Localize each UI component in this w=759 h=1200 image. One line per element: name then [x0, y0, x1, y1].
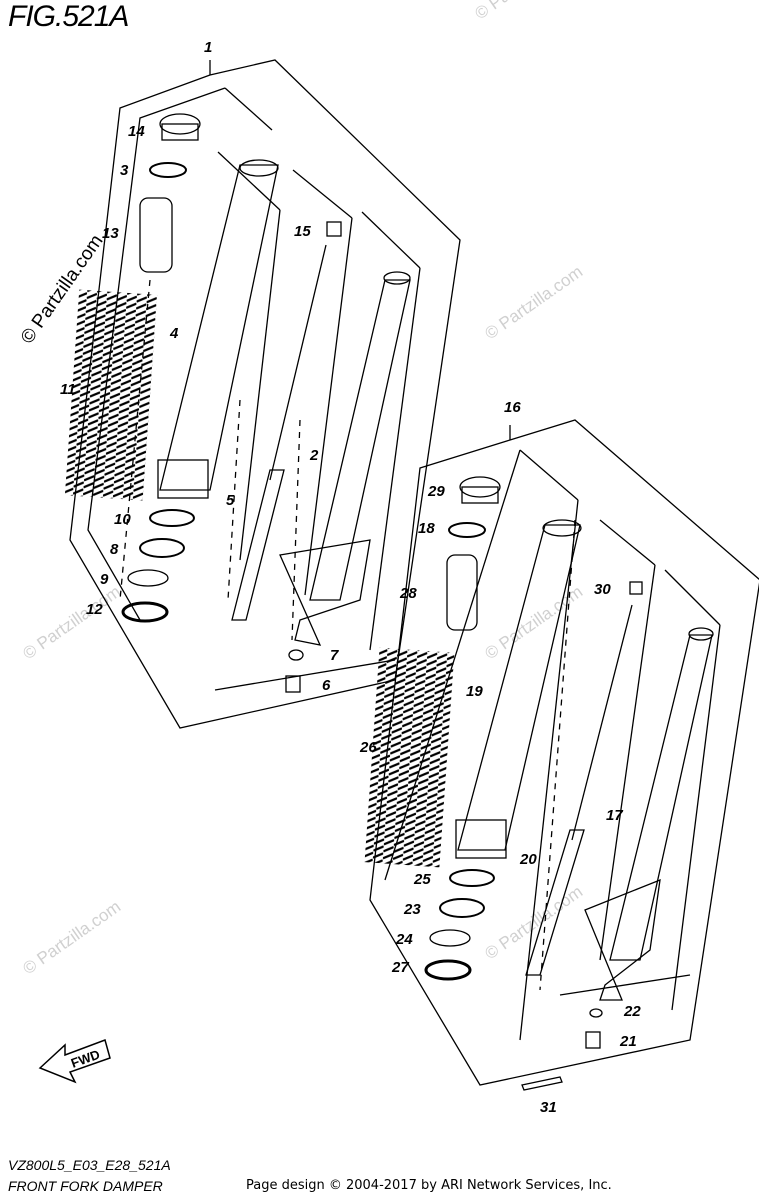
callout-25: 25 — [413, 871, 431, 888]
section-name: FRONT FORK DAMPER — [8, 1178, 163, 1194]
fork-spring — [64, 289, 158, 501]
callout-layer: 1 2 3 4 5 6 7 8 9 10 11 12 13 14 15 16 1… — [60, 39, 641, 1116]
fwd-arrow: FWD — [38, 1039, 111, 1084]
assembly-16 — [364, 419, 759, 1091]
callout-18: 18 — [418, 520, 435, 537]
callout-12: 12 — [86, 601, 103, 618]
model-code: VZ800L5_E03_E28_521A — [8, 1157, 171, 1173]
callout-3: 3 — [120, 162, 129, 179]
callout-10: 10 — [114, 511, 131, 528]
callout-1: 1 — [204, 39, 212, 56]
callout-16: 16 — [504, 399, 521, 416]
callout-5: 5 — [226, 492, 235, 509]
callout-4: 4 — [169, 325, 179, 342]
callout-31: 31 — [540, 1099, 557, 1116]
callout-7: 7 — [330, 647, 339, 664]
callout-9: 9 — [100, 571, 109, 588]
callout-29: 29 — [427, 483, 445, 500]
fork-cap-bolt — [159, 113, 201, 135]
copyright-credit: Page design © 2004-2017 by ARI Network S… — [246, 1178, 612, 1193]
watermark: © Partzilla.com — [471, 0, 576, 23]
callout-8: 8 — [110, 541, 119, 558]
spacer-tube — [139, 197, 173, 273]
damper-rod — [231, 469, 285, 621]
callout-30: 30 — [594, 581, 611, 598]
callout-11: 11 — [60, 381, 76, 398]
outer-tube — [309, 279, 411, 601]
watermark: © Partzilla.com — [19, 897, 124, 978]
callout-27: 27 — [391, 959, 409, 976]
callout-6: 6 — [322, 677, 331, 694]
callout-24: 24 — [395, 931, 413, 948]
figure-title: FIG.521A — [8, 0, 129, 33]
callout-23: 23 — [403, 901, 421, 918]
callout-2: 2 — [309, 447, 319, 464]
watermark: © Partzilla.com — [481, 262, 586, 343]
callout-26: 26 — [359, 739, 377, 756]
watermark: © Partzilla.com — [19, 582, 124, 663]
assembly-1 — [64, 59, 461, 729]
callout-28: 28 — [399, 585, 417, 602]
callout-15: 15 — [294, 223, 311, 240]
inner-tube — [159, 164, 279, 491]
callout-21: 21 — [619, 1033, 637, 1050]
callout-14: 14 — [128, 123, 145, 140]
callout-13: 13 — [102, 225, 119, 242]
watermark: © Partzilla.com — [481, 582, 586, 663]
callout-20: 20 — [519, 851, 537, 868]
callout-22: 22 — [623, 1003, 641, 1020]
callout-17: 17 — [606, 807, 623, 824]
callout-19: 19 — [466, 683, 483, 700]
